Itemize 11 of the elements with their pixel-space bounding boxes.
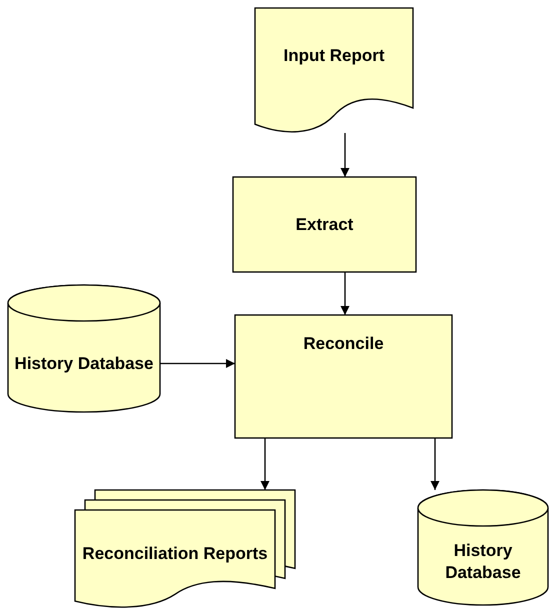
node-label: History Database [444, 540, 522, 584]
arrow [340, 272, 350, 315]
node-label: Reconcile [303, 333, 384, 355]
node-label: History Database [14, 352, 154, 374]
node-label: Reconciliation Reports [82, 543, 268, 565]
node-label: Input Report [283, 44, 385, 66]
arrow [340, 133, 350, 177]
arrow [260, 438, 270, 490]
node-label: Extract [296, 214, 354, 236]
arrow [430, 438, 440, 490]
arrow [160, 359, 235, 368]
